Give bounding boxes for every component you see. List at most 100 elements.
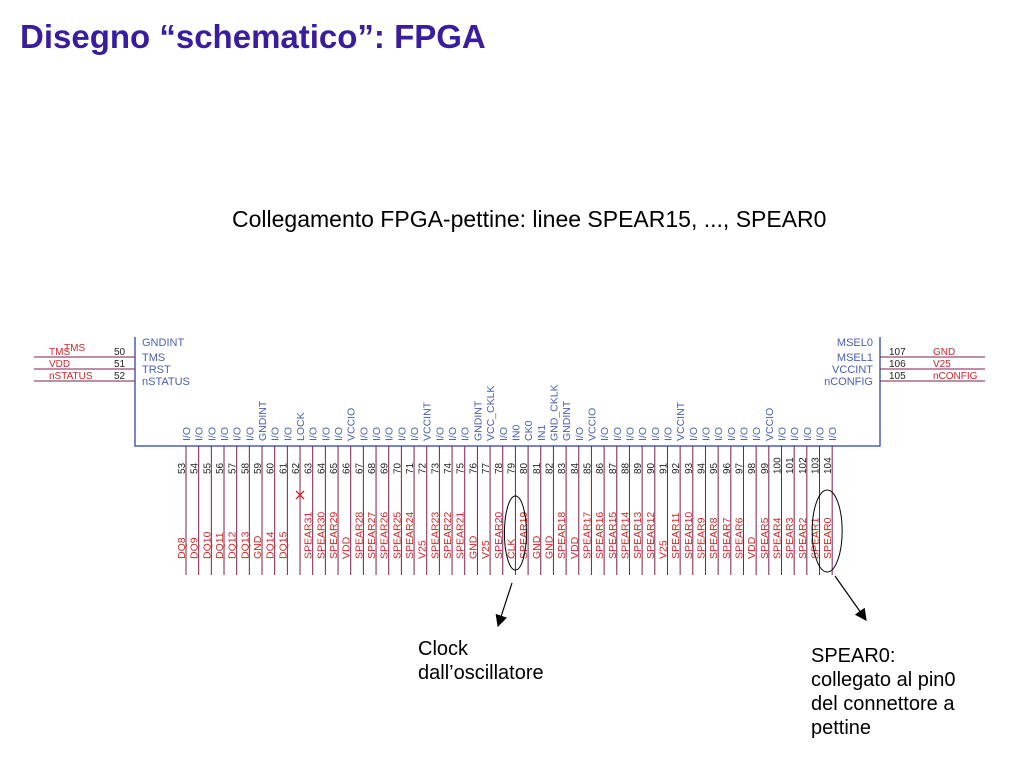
bottom-pin-number: 58 bbox=[240, 462, 251, 474]
bottom-pin-number: 53 bbox=[177, 462, 188, 474]
bottom-pin-number: 86 bbox=[595, 462, 606, 474]
bottom-signal-label: GND bbox=[467, 535, 479, 559]
bottom-signal-label: CLK bbox=[505, 539, 517, 559]
left-signal-label: VDD bbox=[49, 359, 70, 370]
bottom-signal-label: SPEAR23 bbox=[429, 512, 441, 559]
spear0-note: SPEAR0: collegato al pin0 del connettore… bbox=[811, 644, 956, 740]
bottom-internal-label: VCCIO bbox=[346, 408, 358, 441]
bottom-pin-number: 87 bbox=[608, 462, 619, 474]
bottom-internal-label: I/O bbox=[460, 427, 472, 441]
clock-note-line-2: dall’oscillatore bbox=[418, 662, 544, 684]
bottom-internal-label: I/O bbox=[624, 427, 636, 441]
spear0-note-line-1: SPEAR0: bbox=[811, 645, 896, 667]
bottom-pin-number: 69 bbox=[380, 462, 391, 474]
bottom-internal-label: GNDINT bbox=[472, 400, 484, 441]
bottom-pin-number: 83 bbox=[557, 462, 568, 474]
bottom-internal-label: I/O bbox=[599, 427, 611, 441]
bottom-internal-label: I/O bbox=[498, 427, 510, 441]
bottom-pin-number: 71 bbox=[405, 462, 416, 474]
bottom-pin-number: 63 bbox=[304, 462, 315, 474]
right-internal-label-cut: MSEL0 bbox=[837, 337, 873, 349]
bottom-pin-number: 91 bbox=[658, 462, 669, 474]
bottom-pin-number: 93 bbox=[684, 462, 695, 474]
bottom-signal-label: SPEAR1 bbox=[810, 517, 822, 559]
bottom-pin-number: 101 bbox=[785, 457, 796, 474]
bottom-pin-number: 77 bbox=[481, 462, 492, 474]
bottom-internal-label: I/O bbox=[700, 427, 712, 441]
bottom-signal-label: SPEAR18 bbox=[556, 512, 568, 559]
bottom-internal-label: I/O bbox=[244, 427, 256, 441]
bottom-internal-label: LOCK bbox=[295, 412, 307, 441]
bottom-signal-label: SPEAR14 bbox=[619, 512, 631, 559]
bottom-signal-label: SPEAR7 bbox=[721, 517, 733, 559]
left-internal-label: TRST bbox=[142, 364, 171, 376]
bottom-internal-label: I/O bbox=[320, 427, 332, 441]
bottom-pin-number: 62 bbox=[291, 462, 302, 474]
bottom-pin-number: 89 bbox=[633, 462, 644, 474]
bottom-internal-label: I/O bbox=[789, 427, 801, 441]
bottom-signal-label: V25 bbox=[480, 540, 492, 559]
bottom-pin-number: 79 bbox=[506, 462, 517, 474]
no-connect-mark bbox=[295, 490, 305, 500]
bottom-internal-label: GNDINT bbox=[257, 400, 269, 441]
bottom-pin-number: 74 bbox=[443, 462, 454, 474]
slide-subtitle: Collegamento FPGA-pettine: linee SPEAR15… bbox=[232, 206, 827, 232]
right-internal-label: MSEL1 bbox=[837, 352, 873, 364]
bottom-pin-number: 90 bbox=[646, 462, 657, 474]
bottom-signal-label: SPEAR20 bbox=[493, 512, 505, 559]
bottom-signal-label: SPEAR21 bbox=[455, 512, 467, 559]
clk-highlight-ellipse bbox=[503, 495, 527, 571]
bottom-signal-label: SPEAR31 bbox=[303, 512, 315, 559]
bottom-signal-label: SPEAR6 bbox=[733, 517, 745, 559]
bottom-internal-label: I/O bbox=[713, 427, 725, 441]
bottom-internal-label: I/O bbox=[650, 427, 662, 441]
bottom-internal-label: VCCIO bbox=[764, 408, 776, 441]
bottom-signal-label: SPEAR0 bbox=[822, 517, 834, 559]
bottom-signal-label: SPEAR26 bbox=[379, 512, 391, 559]
bottom-signal-label: SPEAR12 bbox=[645, 512, 657, 559]
bottom-pin-number: 85 bbox=[582, 462, 593, 474]
bottom-pin-number: 103 bbox=[811, 457, 822, 474]
bottom-signal-label: SPEAR25 bbox=[391, 512, 403, 559]
bottom-pin-number: 76 bbox=[468, 462, 479, 474]
bottom-internal-label: I/O bbox=[232, 427, 244, 441]
left-internal-label: nSTATUS bbox=[142, 376, 190, 388]
bottom-pin-number: 100 bbox=[772, 457, 783, 474]
bottom-internal-label: I/O bbox=[181, 427, 193, 441]
right-internal-label: nCONFIG bbox=[824, 376, 873, 388]
spear0-arrow bbox=[834, 575, 867, 621]
bottom-signal-label: SPEAR19 bbox=[518, 512, 530, 559]
bottom-pin-number: 55 bbox=[202, 462, 213, 474]
bottom-internal-label: I/O bbox=[206, 427, 218, 441]
bottom-pin-number: 81 bbox=[532, 462, 543, 474]
bottom-internal-label: VCCIO bbox=[586, 408, 598, 441]
fpga-body bbox=[134, 337, 881, 447]
bottom-internal-label: I/O bbox=[270, 427, 282, 441]
bottom-signal-label: DQ9 bbox=[189, 537, 201, 559]
bottom-internal-label: VCC_CKLK bbox=[485, 386, 497, 441]
bottom-pin-number: 78 bbox=[494, 462, 505, 474]
bottom-pin-number: 70 bbox=[392, 462, 403, 474]
bottom-signal-label: DQ8 bbox=[176, 537, 188, 559]
bottom-internal-label: I/O bbox=[662, 427, 674, 441]
bottom-signal-label: V25 bbox=[417, 540, 429, 559]
bottom-signal-label: SPEAR29 bbox=[328, 512, 340, 559]
right-signal-label: nCONFIG bbox=[933, 371, 978, 382]
bottom-signal-label: SPEAR4 bbox=[771, 517, 783, 559]
bottom-signal-label: DQ11 bbox=[214, 532, 226, 559]
clock-note-line-1: Clock bbox=[418, 638, 469, 660]
bottom-internal-label: I/O bbox=[308, 427, 320, 441]
bottom-internal-label: I/O bbox=[384, 427, 396, 441]
bottom-internal-label: GNDINT bbox=[561, 400, 573, 441]
bottom-internal-label: I/O bbox=[776, 427, 788, 441]
bottom-internal-label: IN0 bbox=[510, 425, 522, 442]
bottom-internal-label: I/O bbox=[815, 427, 827, 441]
bottom-pin-number: 94 bbox=[696, 462, 707, 474]
bottom-internal-label: I/O bbox=[371, 427, 383, 441]
right-pin-number: 105 bbox=[889, 371, 906, 382]
bottom-signal-label: SPEAR13 bbox=[632, 512, 644, 559]
left-internal-label-cut: GNDINT bbox=[142, 337, 184, 349]
bottom-internal-label: VCCINT bbox=[675, 401, 687, 441]
bottom-internal-label: CK0 bbox=[523, 420, 535, 441]
